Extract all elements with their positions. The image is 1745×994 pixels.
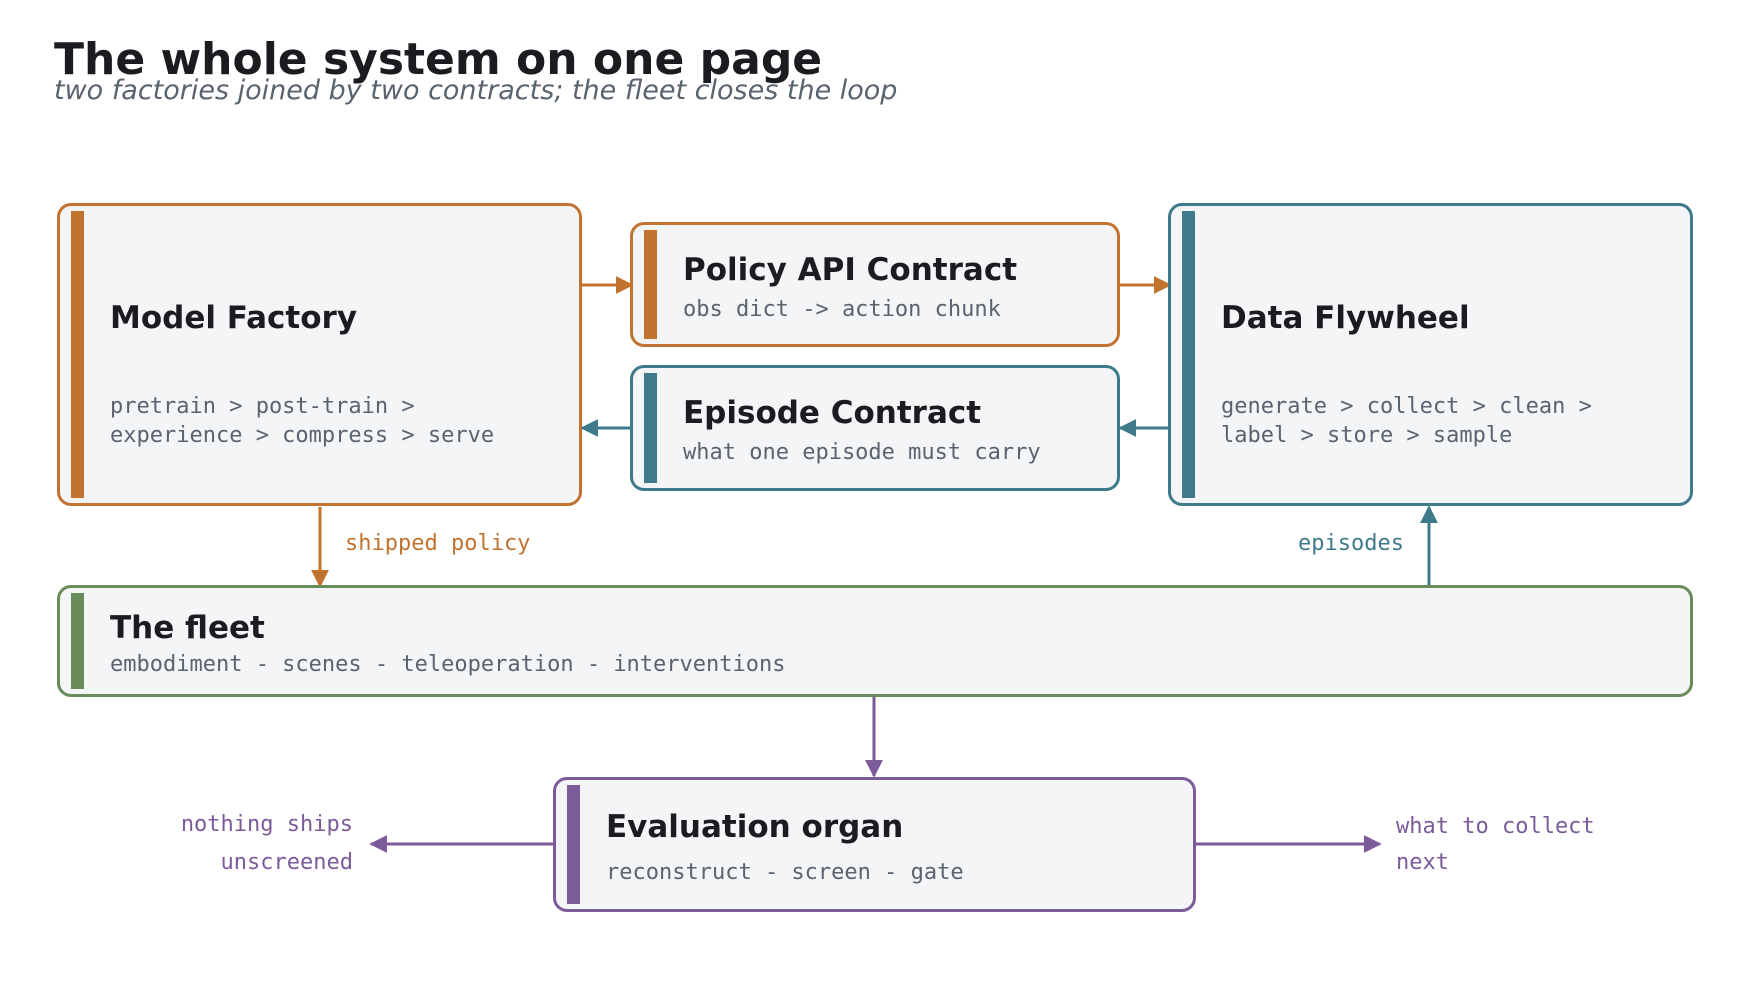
edge-label-shipped-policy: shipped policy (345, 531, 531, 556)
edge-label-left-line2: unscreened (220, 850, 353, 875)
fleet-node: The fleet embodiment - scenes - teleoper… (57, 585, 1693, 697)
model-factory-desc-line2: experience > compress > serve (110, 423, 495, 448)
evaluation-accent-bar (567, 785, 580, 904)
model-factory-desc-line1: pretrain > post-train > (110, 394, 415, 419)
page-subtitle: two factories joined by two contracts; t… (54, 75, 898, 106)
fleet-accent-bar (71, 593, 84, 689)
edge-label-right-line2: next (1396, 850, 1449, 875)
model-factory-node: Model Factory pretrain > post-train > ex… (57, 203, 582, 506)
policy-api-title: Policy API Contract (683, 252, 1018, 288)
episode-contract-title: Episode Contract (683, 395, 982, 431)
model-factory-title: Model Factory (110, 300, 358, 336)
evaluation-organ-node: Evaluation organ reconstruct - screen - … (553, 777, 1196, 912)
policy-api-contract-node: Policy API Contract obs dict -> action c… (630, 222, 1120, 347)
episode-contract-desc: what one episode must carry (683, 440, 1041, 465)
edge-label-right-line1: what to collect (1396, 814, 1595, 839)
edge-label-left-line1: nothing ships (180, 812, 353, 837)
data-flywheel-title: Data Flywheel (1221, 300, 1470, 336)
edge-label-episodes: episodes (1298, 531, 1404, 556)
evaluation-desc: reconstruct - screen - gate (606, 860, 964, 885)
model-factory-accent-bar (71, 211, 84, 498)
data-flywheel-accent-bar (1182, 211, 1195, 498)
data-flywheel-desc-line1: generate > collect > clean > (1221, 394, 1592, 419)
fleet-title: The fleet (110, 610, 265, 646)
episode-contract-node: Episode Contract what one episode must c… (630, 365, 1120, 491)
page-title: The whole system on one page (54, 34, 823, 85)
policy-api-desc: obs dict -> action chunk (683, 297, 1001, 322)
data-flywheel-node: Data Flywheel generate > collect > clean… (1168, 203, 1693, 506)
policy-api-accent-bar (644, 230, 657, 339)
evaluation-title: Evaluation organ (606, 809, 904, 845)
fleet-desc: embodiment - scenes - teleoperation - in… (110, 652, 786, 677)
data-flywheel-desc-line2: label > store > sample (1221, 423, 1513, 448)
episode-contract-accent-bar (644, 373, 657, 483)
